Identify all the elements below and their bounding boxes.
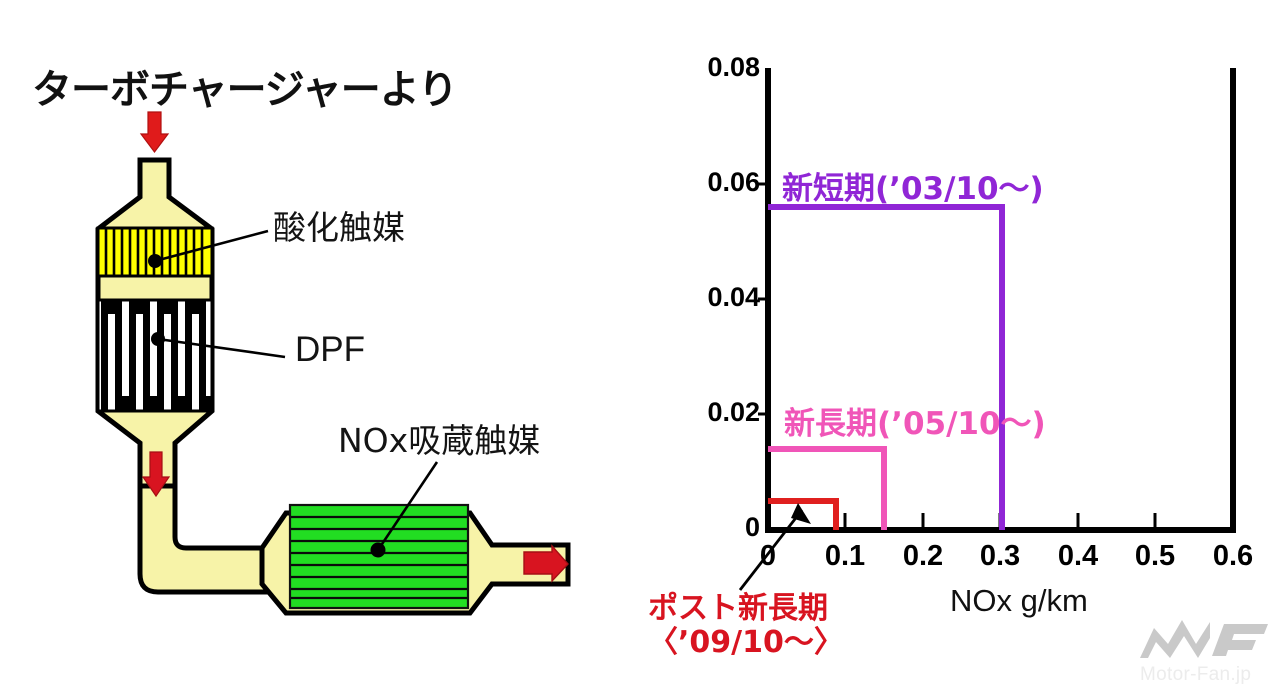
mf-logo-icon xyxy=(1140,620,1268,658)
xtick-label-0.2: 0.2 xyxy=(902,540,944,572)
leader-line-nox xyxy=(370,461,439,558)
annotation-shintanki: 新短期(’03/10〜) xyxy=(782,171,1044,207)
nox-trap-canister xyxy=(259,503,571,616)
outlet-flow-arrow-icon xyxy=(523,544,569,583)
xtick-label-0.6: 0.6 xyxy=(1212,540,1254,572)
series-shinchoki xyxy=(768,446,887,530)
xtick-label-0.5: 0.5 xyxy=(1134,540,1176,572)
label-dpf: DPF xyxy=(295,330,365,369)
ytick-label-0.02: 0.02 xyxy=(707,397,760,427)
watermark-text: Motor-Fan.jp xyxy=(1140,664,1252,685)
annotation-post-shinchoki: ポスト新長期 〈’09/10〜〉 xyxy=(648,591,844,661)
annotation-post-line1: ポスト新長期 xyxy=(648,591,828,626)
xtick-label-0.4: 0.4 xyxy=(1057,540,1099,572)
xtick-label-0.1: 0.1 xyxy=(824,540,866,572)
dpf-filter-block xyxy=(96,298,214,413)
watermark: Motor-Fan.jp xyxy=(1138,614,1270,685)
annotation-shinchoki: 新長期(’05/10〜) xyxy=(784,406,1046,442)
ytick-label-0.08: 0.08 xyxy=(707,52,760,82)
leader-line-dpf xyxy=(151,332,286,359)
inlet-flow-arrow-icon xyxy=(139,111,170,153)
oxidation-catalyst-block xyxy=(96,226,214,278)
ytick-label-0: 0 xyxy=(744,512,760,542)
label-oxidation-catalyst: 酸化触媒 xyxy=(273,208,405,247)
xtick-label-0: 0 xyxy=(759,540,777,572)
leader-line-oxidation xyxy=(148,229,269,268)
ytick-label-0.04: 0.04 xyxy=(707,282,760,312)
annotation-post-line2: 〈’09/10〜〉 xyxy=(648,625,844,661)
exhaust-system-schematic xyxy=(95,111,571,616)
exhaust-aftertreatment-diagram: ターボチャージャーより xyxy=(32,67,571,616)
mid-flow-arrow-icon xyxy=(141,451,171,498)
xtick-label-0.3: 0.3 xyxy=(979,540,1021,572)
y-axis-ticks xyxy=(758,182,768,416)
callout-arrow-post xyxy=(738,503,811,591)
chart-plot-svg xyxy=(738,68,1236,591)
series-post-shinchoki xyxy=(768,498,839,530)
ytick-label-0.06: 0.06 xyxy=(707,167,760,197)
x-axis-title: NOx g/km xyxy=(950,583,1088,618)
label-nox-trap: NOx吸蔵触媒 xyxy=(338,421,541,460)
connecting-pipe xyxy=(137,483,276,595)
diagram-title: ターボチャージャーより xyxy=(32,67,458,113)
emission-standards-chart: 0.08 0.06 0.04 0.02 0 0 0.1 0.2 0.3 0.4 … xyxy=(640,0,1280,696)
series-shintanki xyxy=(768,204,1005,530)
